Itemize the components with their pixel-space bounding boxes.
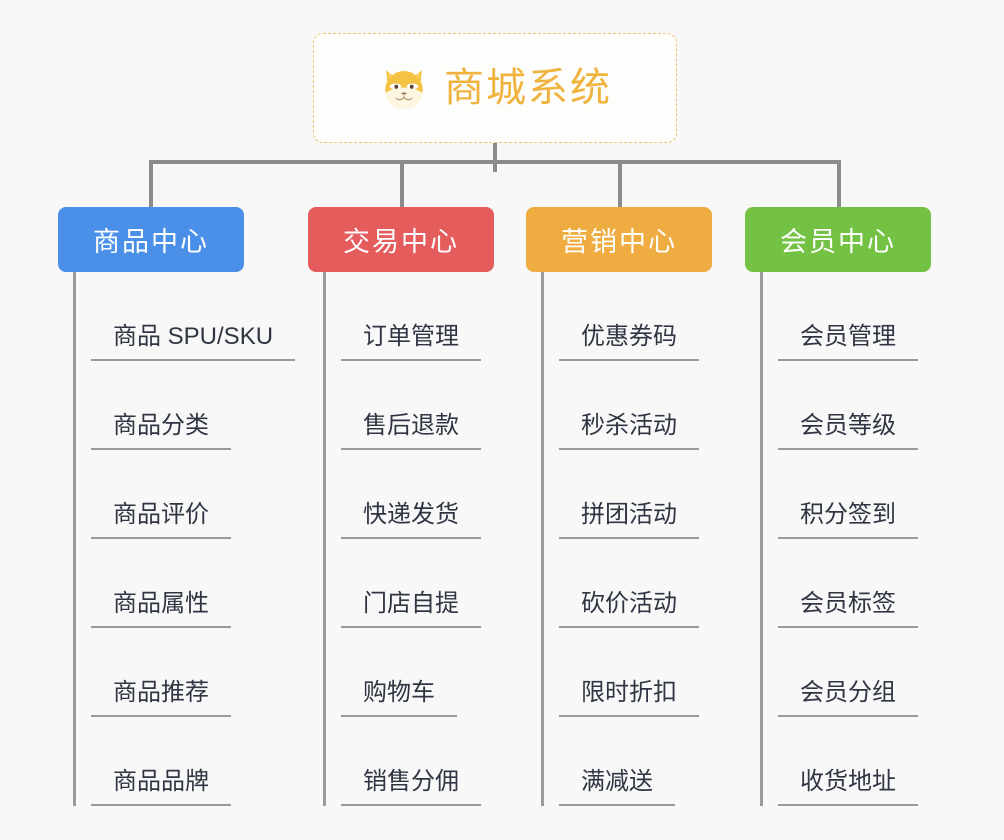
list-item[interactable]: 购物车 (326, 628, 494, 717)
list-item[interactable]: 砍价活动 (544, 539, 712, 628)
leaf-list-2: 订单管理 售后退款 快递发货 门店自提 购物车 销售分佣 (323, 272, 494, 806)
leaf-label: 销售分佣 (341, 770, 481, 806)
list-item[interactable]: 商品分类 (76, 361, 244, 450)
connector-drop-3 (618, 160, 622, 209)
connector-drop-4 (837, 160, 841, 209)
leaf-list-4: 会员管理 会员等级 积分签到 会员标签 会员分组 收货地址 (760, 272, 931, 806)
branch-header-1[interactable]: 商品中心 (58, 207, 244, 272)
leaf-label: 商品分类 (91, 414, 231, 450)
branch-column-3: 营销中心 优惠券码 秒杀活动 拼团活动 砍价活动 限时折扣 满减送 (526, 207, 712, 806)
list-item[interactable]: 拼团活动 (544, 450, 712, 539)
branch-column-2: 交易中心 订单管理 售后退款 快递发货 门店自提 购物车 销售分佣 (308, 207, 494, 806)
list-item[interactable]: 售后退款 (326, 361, 494, 450)
list-item[interactable]: 商品品牌 (76, 717, 244, 806)
list-item[interactable]: 商品属性 (76, 539, 244, 628)
branch-header-label: 商品中心 (93, 227, 209, 257)
list-item[interactable]: 订单管理 (326, 272, 494, 361)
shiba-dog-face-icon (385, 70, 423, 109)
leaf-label: 商品 SPU/SKU (91, 325, 296, 361)
branch-header-4[interactable]: 会员中心 (745, 207, 931, 272)
leaf-label: 会员管理 (778, 325, 918, 361)
leaf-label: 满减送 (559, 770, 675, 806)
leaf-label: 积分签到 (778, 503, 918, 539)
list-item[interactable]: 会员标签 (763, 539, 931, 628)
leaf-label: 收货地址 (778, 770, 918, 806)
list-item[interactable]: 商品评价 (76, 450, 244, 539)
connector-drop-1 (149, 160, 153, 209)
list-item[interactable]: 商品 SPU/SKU (76, 272, 296, 361)
root-title: 商城系统 (444, 66, 612, 110)
list-item[interactable]: 限时折扣 (544, 628, 712, 717)
list-item[interactable]: 销售分佣 (326, 717, 494, 806)
list-item[interactable]: 商品推荐 (76, 628, 244, 717)
list-item[interactable]: 门店自提 (326, 539, 494, 628)
list-item[interactable]: 会员等级 (763, 361, 931, 450)
list-item[interactable]: 积分签到 (763, 450, 931, 539)
connector-drop-2 (400, 160, 404, 209)
leaf-label: 商品属性 (91, 592, 231, 628)
leaf-label: 购物车 (341, 681, 457, 717)
connector-bus (149, 160, 841, 164)
leaf-label: 砍价活动 (559, 592, 699, 628)
connector-root-stem (493, 143, 497, 172)
leaf-list-3: 优惠券码 秒杀活动 拼团活动 砍价活动 限时折扣 满减送 (541, 272, 712, 806)
leaf-label: 商品评价 (91, 503, 231, 539)
list-item[interactable]: 满减送 (544, 717, 712, 806)
leaf-label: 售后退款 (341, 414, 481, 450)
list-item[interactable]: 会员分组 (763, 628, 931, 717)
leaf-label: 商品品牌 (91, 770, 231, 806)
list-item[interactable]: 秒杀活动 (544, 361, 712, 450)
leaf-label: 拼团活动 (559, 503, 699, 539)
leaf-label: 会员等级 (778, 414, 918, 450)
list-item[interactable]: 优惠券码 (544, 272, 712, 361)
list-item[interactable]: 会员管理 (763, 272, 931, 361)
leaf-label: 商品推荐 (91, 681, 231, 717)
branch-header-label: 会员中心 (780, 227, 896, 257)
leaf-label: 门店自提 (341, 592, 481, 628)
leaf-label: 快递发货 (341, 503, 481, 539)
branch-header-label: 交易中心 (343, 227, 459, 257)
leaf-label: 会员标签 (778, 592, 918, 628)
leaf-label: 限时折扣 (559, 681, 699, 717)
list-item[interactable]: 收货地址 (763, 717, 931, 806)
branch-column-4: 会员中心 会员管理 会员等级 积分签到 会员标签 会员分组 收货地址 (745, 207, 931, 806)
leaf-list-1: 商品 SPU/SKU 商品分类 商品评价 商品属性 商品推荐 商品品牌 (73, 272, 296, 806)
branch-header-3[interactable]: 营销中心 (526, 207, 712, 272)
leaf-label: 订单管理 (341, 325, 481, 361)
leaf-label: 秒杀活动 (559, 414, 699, 450)
leaf-label: 优惠券码 (559, 325, 699, 361)
list-item[interactable]: 快递发货 (326, 450, 494, 539)
branch-header-label: 营销中心 (561, 227, 677, 257)
branch-header-2[interactable]: 交易中心 (308, 207, 494, 272)
leaf-label: 会员分组 (778, 681, 918, 717)
branch-column-1: 商品中心 商品 SPU/SKU 商品分类 商品评价 商品属性 商品推荐 商品品牌 (58, 207, 296, 806)
root-node[interactable]: 商城系统 (313, 33, 677, 143)
